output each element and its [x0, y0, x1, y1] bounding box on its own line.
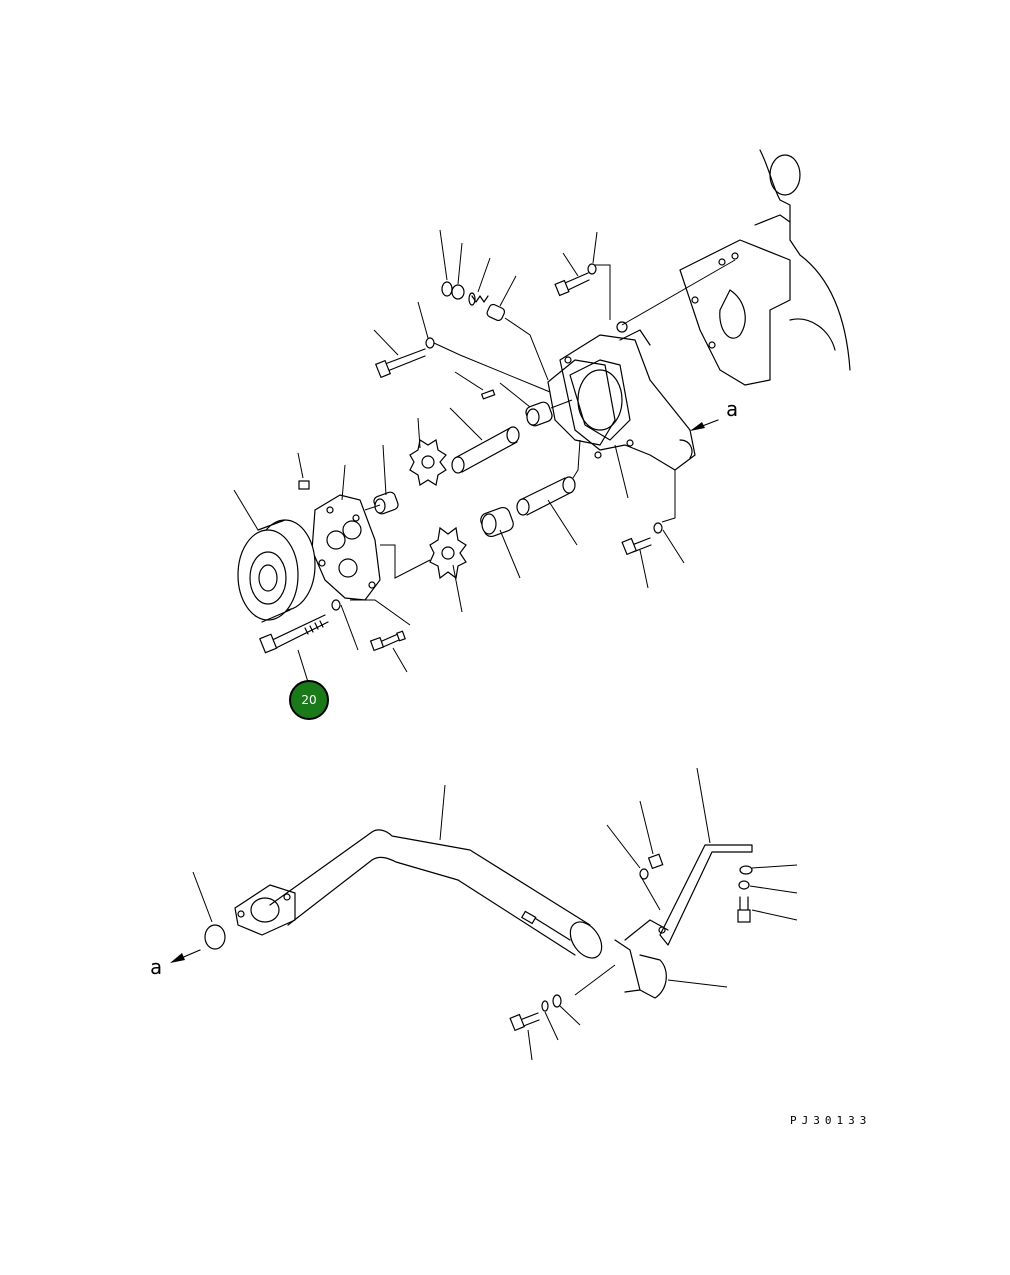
engine-block — [679, 149, 851, 386]
callout-20[interactable]: 20 — [289, 680, 329, 720]
assembly-line — [550, 399, 573, 409]
bracket — [614, 844, 753, 999]
bolt-right — [621, 537, 652, 556]
assembly-line — [595, 264, 611, 320]
o-ring — [204, 924, 226, 950]
assembly-line — [661, 470, 676, 523]
leader-line — [606, 824, 641, 869]
long-bolt — [259, 614, 329, 654]
bolt-small — [369, 630, 406, 652]
assembly-line — [364, 504, 381, 511]
washer — [639, 868, 649, 880]
shaft-upper — [451, 426, 520, 474]
arrow-a-upper: a — [690, 397, 738, 431]
arrow-a-lower: a — [150, 949, 201, 979]
bushing — [525, 401, 553, 427]
washer — [653, 522, 663, 534]
washer — [587, 263, 597, 275]
bolt-vertical — [737, 896, 751, 923]
washer — [331, 599, 341, 611]
dowel-pin — [298, 480, 310, 490]
pin — [480, 389, 496, 400]
lock-washer — [738, 880, 750, 890]
leader-line — [696, 767, 711, 844]
leader-lines-upper — [233, 229, 685, 683]
leader-line — [749, 885, 798, 894]
washer — [739, 865, 753, 875]
assembly-line — [621, 259, 736, 326]
washer — [541, 1000, 549, 1012]
bolt-lower — [509, 1012, 540, 1032]
leader-line — [439, 784, 446, 841]
pump-cover — [311, 494, 381, 601]
bushing-cover — [373, 491, 399, 515]
leader-line — [192, 871, 213, 923]
gasket — [547, 359, 616, 446]
assembly-line — [639, 874, 661, 911]
leader-line — [667, 979, 728, 988]
pump-body — [559, 321, 696, 471]
leader-line — [527, 1029, 533, 1061]
assembly-line — [574, 964, 616, 996]
assembly-line — [572, 439, 581, 479]
valve — [486, 303, 506, 322]
gear-lower — [429, 526, 467, 580]
drawing-code: PJ30133 — [790, 1114, 871, 1127]
callout-label: 20 — [301, 693, 316, 707]
leader-line — [559, 1005, 581, 1026]
assembly-line — [350, 599, 411, 626]
leader-line — [544, 1011, 559, 1041]
assembly-line — [504, 317, 549, 381]
leader-line — [751, 864, 798, 869]
washer — [425, 337, 435, 349]
drive-gear — [237, 519, 316, 623]
arrow-label-lower: a — [150, 955, 162, 979]
leader-line — [751, 909, 798, 921]
suction-pipe — [234, 829, 603, 959]
snap-ring — [441, 281, 453, 297]
shaft-lower — [516, 476, 576, 516]
spring — [468, 292, 489, 306]
bushing-small — [451, 284, 465, 300]
bushing-lower — [480, 506, 514, 538]
bolt-top-right — [554, 272, 590, 297]
nut — [647, 853, 664, 870]
gear-upper — [409, 439, 447, 486]
washer — [552, 994, 562, 1008]
bolt-upper — [374, 348, 426, 379]
assembly-line — [433, 342, 551, 393]
assembly-line — [380, 544, 431, 579]
arrow-label-upper: a — [726, 397, 738, 421]
leader-line — [639, 800, 654, 855]
